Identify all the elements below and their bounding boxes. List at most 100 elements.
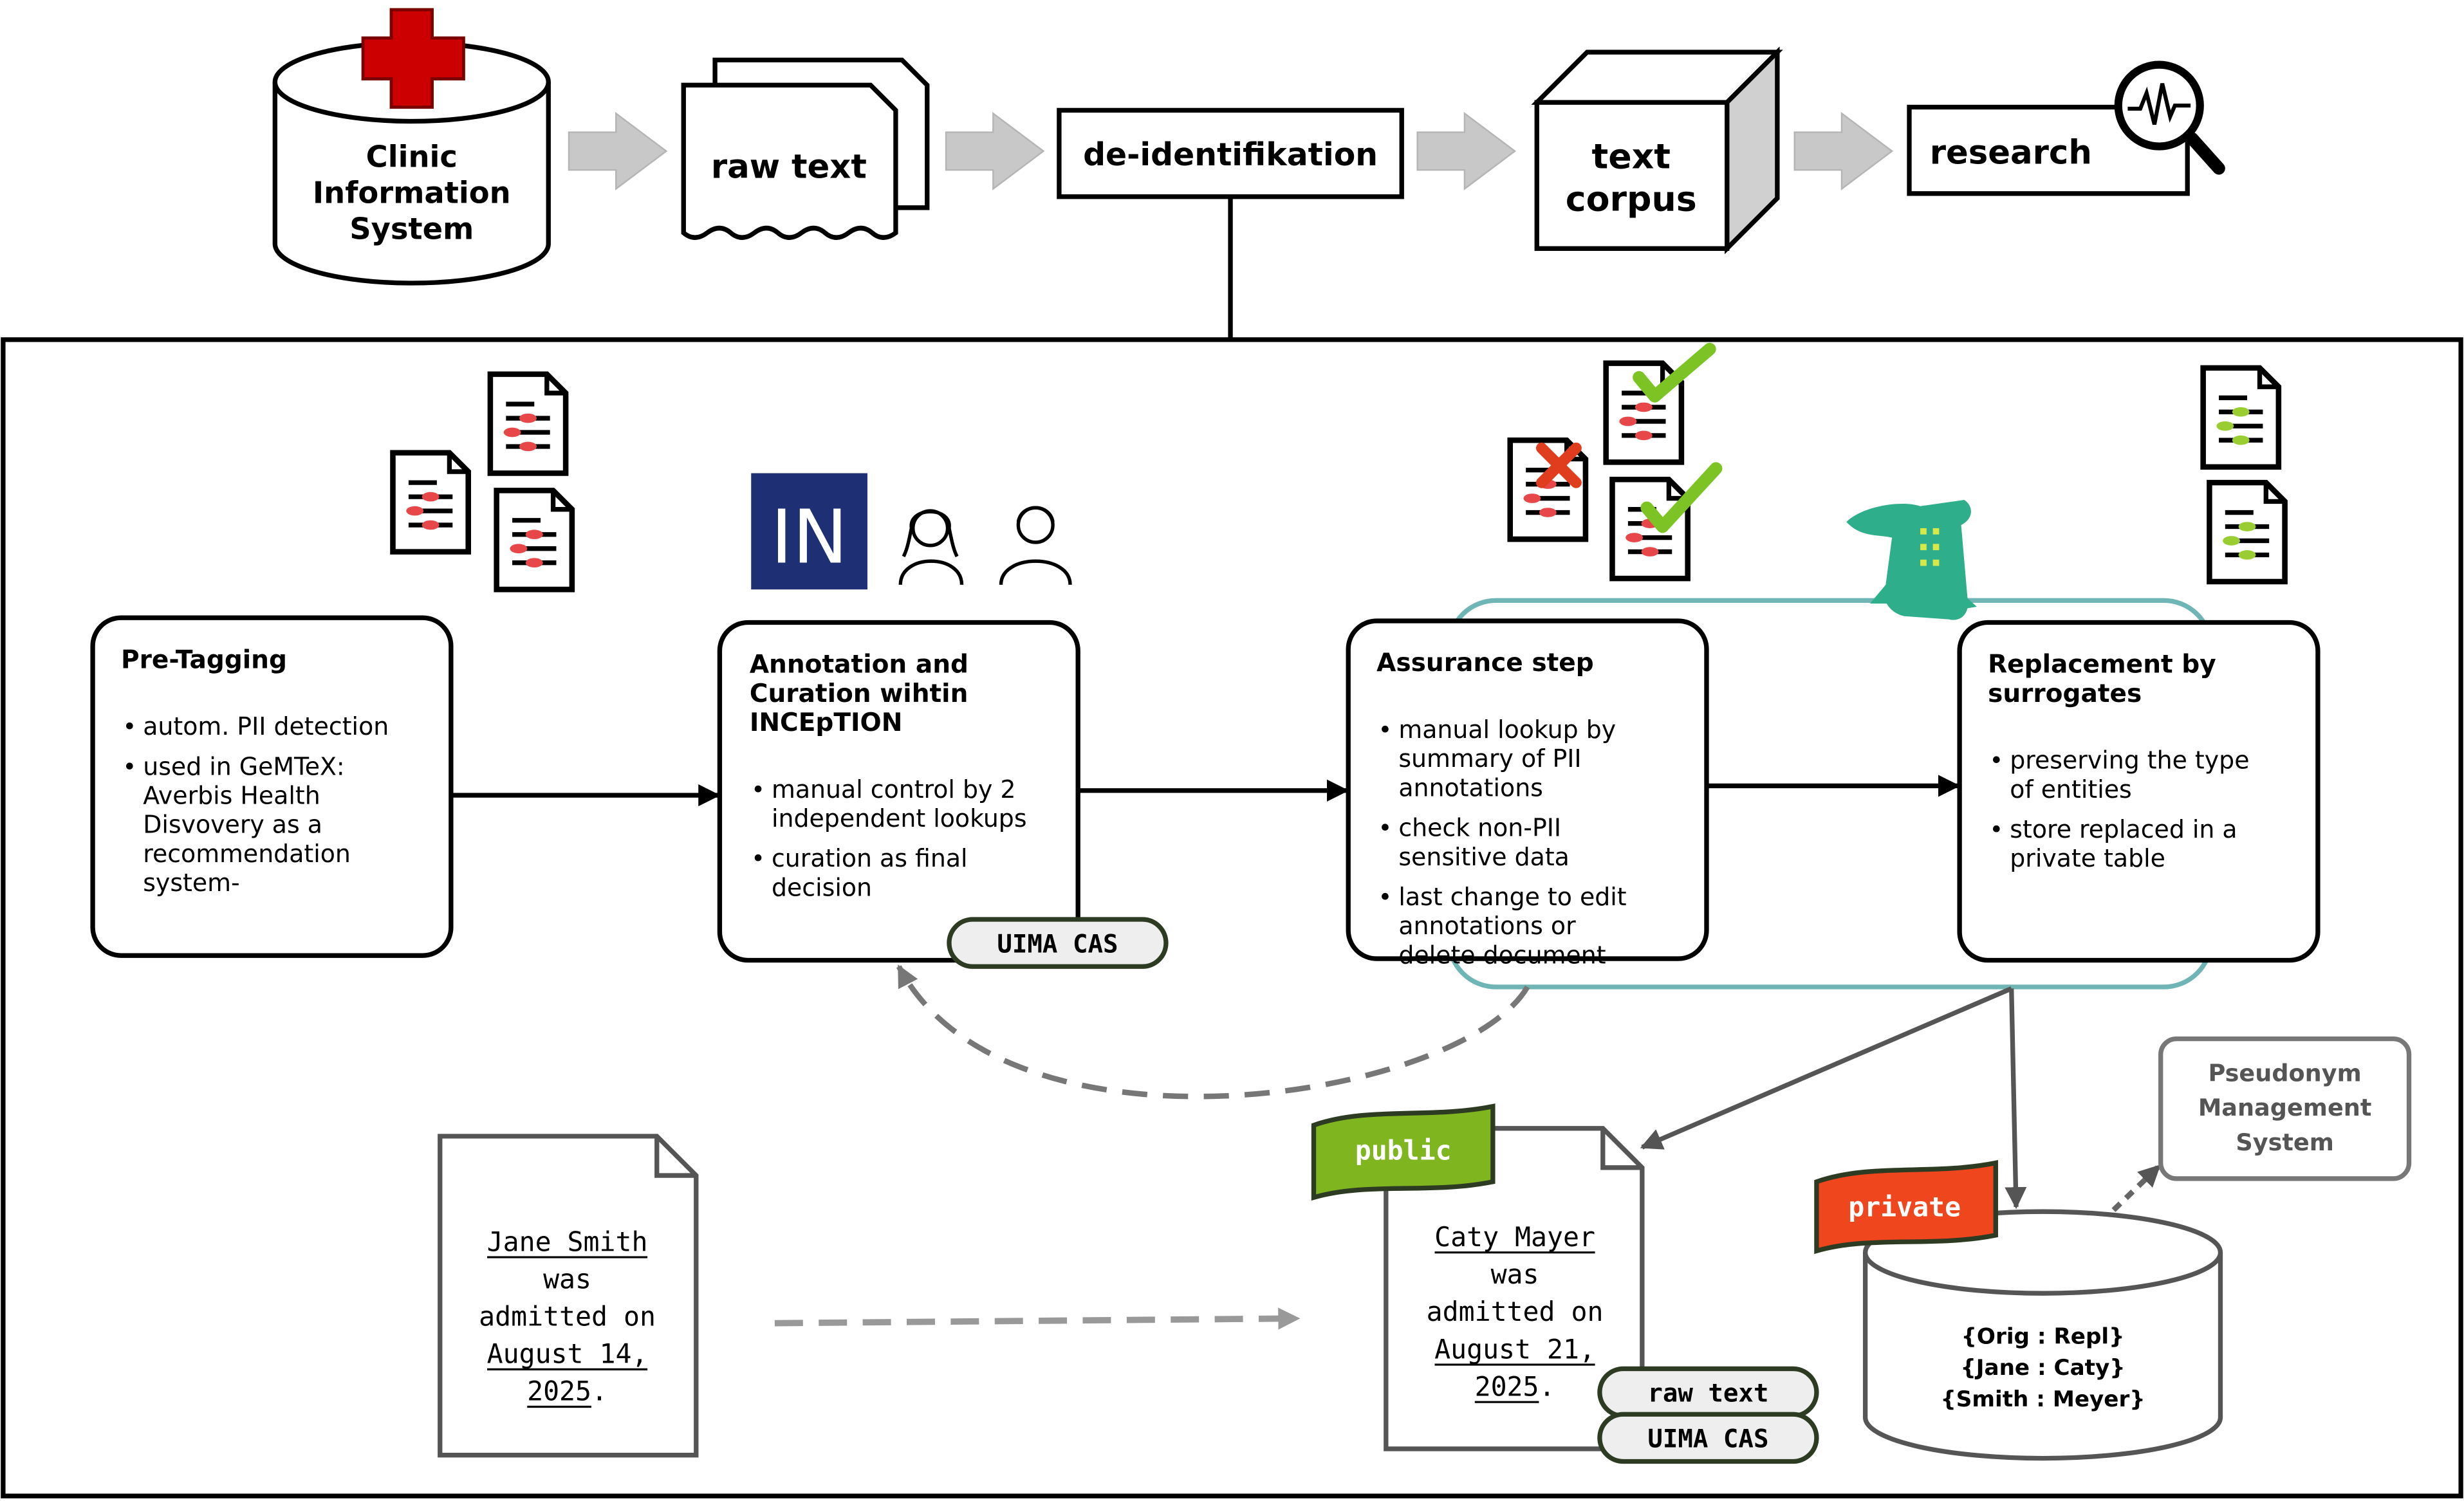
document-line: 2025. xyxy=(527,1376,607,1407)
svg-text:Pseudonym: Pseudonym xyxy=(2208,1060,2361,1087)
bullet-icon: • xyxy=(751,776,765,804)
svg-text:corpus: corpus xyxy=(1566,179,1697,219)
document-line: admitted on xyxy=(479,1301,656,1332)
deid-box: de-identifikation xyxy=(1057,107,1404,199)
bullet-icon: • xyxy=(1990,816,2004,843)
bullet-text: Averbis Health xyxy=(143,782,320,810)
svg-text:{Orig : Repl}: {Orig : Repl} xyxy=(1961,1323,2125,1349)
output-arrows xyxy=(774,986,2162,1330)
text-corpus-cube: text corpus xyxy=(1531,46,1783,255)
research-box: research xyxy=(1907,60,2225,196)
pretagging-box: Pre-Tagging•autom. PII detection•used in… xyxy=(90,615,454,958)
document-icon xyxy=(2200,365,2282,470)
svg-text:{Smith : Meyer}: {Smith : Meyer} xyxy=(1940,1386,2145,1412)
pipeline: Clinic Information System raw text de-id… xyxy=(272,8,2225,340)
bullet-text: independent lookups xyxy=(772,804,1027,833)
bullet-text: check non-PII xyxy=(1398,814,1561,842)
document-icon xyxy=(494,488,575,593)
bullet-icon: • xyxy=(751,845,765,872)
bullet-text: curation as final xyxy=(772,844,968,872)
svg-text:Information: Information xyxy=(313,175,511,210)
bullet-text: delete document xyxy=(1398,941,1606,969)
bullet-icon: • xyxy=(1378,716,1393,744)
bullet-text: decision xyxy=(772,873,872,901)
bullet-text: annotations or xyxy=(1398,912,1576,940)
document-line: August 21, xyxy=(1434,1333,1595,1365)
document-icons xyxy=(390,360,2288,593)
inception-logo: IN xyxy=(751,473,867,590)
bullet-text: Disvovery as a xyxy=(143,811,322,839)
magnifier-icon xyxy=(2114,60,2225,175)
uima-cas-tag: UIMA CAS xyxy=(947,917,1169,969)
male-annotator-icon xyxy=(999,506,1072,585)
box-title-line: Pre-Tagging xyxy=(121,645,287,674)
svg-text:{Jane : Caty}: {Jane : Caty} xyxy=(1960,1355,2125,1381)
mapping-table: {Orig : Repl} {Jane : Caty} {Smith : Mey… xyxy=(1940,1323,2145,1412)
document-icon xyxy=(487,371,569,476)
reject-cross-icon xyxy=(1536,442,1582,488)
bullet-icon: • xyxy=(122,753,136,780)
svg-text:UIMA CAS: UIMA CAS xyxy=(997,930,1118,959)
bullet-text: autom. PII detection xyxy=(143,712,389,741)
bullet-text: manual lookup by xyxy=(1398,715,1616,744)
raw-text-label: raw text xyxy=(711,147,867,186)
raw-text-document: raw text xyxy=(681,57,930,240)
clinic-database: Clinic Information System xyxy=(272,8,551,286)
bullet-text: last change to edit xyxy=(1398,883,1626,911)
corpus-label: text corpus xyxy=(1566,136,1697,219)
document-line: Caty Mayer xyxy=(1434,1221,1595,1253)
private-table-database: {Orig : Repl} {Jane : Caty} {Smith : Mey… xyxy=(1862,1209,2223,1461)
box-title-line: Annotation and xyxy=(750,650,968,679)
feedback-curve xyxy=(896,964,1530,1100)
document-icon xyxy=(2207,479,2288,585)
svg-text:private: private xyxy=(1848,1192,1961,1223)
process-frame xyxy=(1,337,2463,1498)
pseudonym-management-box: Pseudonym Management System xyxy=(2158,1036,2412,1181)
document-line: admitted on xyxy=(1427,1296,1604,1327)
bullet-text: preserving the type xyxy=(2010,746,2249,775)
box-title-line: surrogates xyxy=(1988,679,2142,708)
svg-text:Clinic: Clinic xyxy=(366,139,458,174)
bullet-icon: • xyxy=(1990,747,2004,775)
svg-text:IN: IN xyxy=(771,495,848,581)
bullet-text: sensitive data xyxy=(1398,843,1570,871)
deid-label: de-identifikation xyxy=(1083,136,1378,173)
bullet-text: of entities xyxy=(2010,775,2131,804)
svg-text:Management: Management xyxy=(2198,1094,2371,1121)
bullet-icon: • xyxy=(122,713,136,741)
bullet-text: summary of PII xyxy=(1398,744,1581,773)
private-flag: private xyxy=(1814,1160,1998,1255)
box-title-line: Replacement by xyxy=(1988,650,2216,679)
document-line: was xyxy=(543,1263,591,1294)
check-icon xyxy=(1633,342,1716,403)
document-line: August 14, xyxy=(487,1338,648,1370)
public-flag: public xyxy=(1311,1103,1496,1201)
gator-icon xyxy=(1846,500,1977,620)
svg-text:System: System xyxy=(349,212,474,246)
document-icon xyxy=(1609,476,1691,582)
svg-text:System: System xyxy=(2236,1128,2333,1156)
svg-text:public: public xyxy=(1355,1135,1452,1166)
bullet-icon: • xyxy=(1378,815,1393,842)
bullet-text: private table xyxy=(2010,844,2165,872)
bullet-text: annotations xyxy=(1398,773,1543,802)
check-icon xyxy=(1640,462,1723,533)
svg-text:raw text: raw text xyxy=(1647,1379,1768,1408)
box-title-line: Assurance step xyxy=(1376,649,1594,677)
block-arrow xyxy=(568,111,668,190)
approval-marks xyxy=(1536,342,1723,533)
document-icon xyxy=(390,450,471,555)
female-annotator-icon xyxy=(898,509,964,585)
pipeline-arrows xyxy=(568,111,1894,190)
box-title-line: Curation wihtin xyxy=(750,679,968,708)
document-line: 2025. xyxy=(1475,1370,1555,1402)
raw-text-tag: raw text xyxy=(1597,1366,1819,1419)
bullet-text: manual control by 2 xyxy=(772,775,1015,804)
